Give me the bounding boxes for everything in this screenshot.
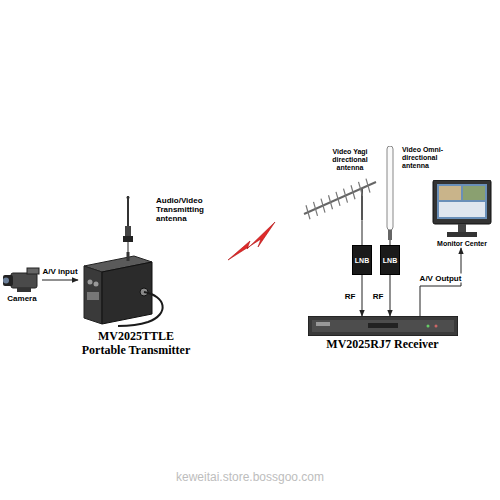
lnb-label: LNB: [355, 257, 369, 265]
signal-connector: [390, 275, 391, 316]
lnb-box: LNB: [380, 245, 400, 275]
transmitter-display: [87, 292, 99, 300]
screen-window: [439, 202, 485, 217]
whip-base: [123, 236, 133, 242]
transmitter-front: [84, 266, 102, 324]
yagi-element: [344, 189, 348, 203]
device-node: Audio/Video Transmitting antenna: [118, 196, 218, 242]
screen-window: [463, 186, 485, 200]
device-illustration: [384, 146, 396, 240]
yagi-element: [314, 202, 318, 216]
signal-label: A/V input: [41, 267, 78, 276]
device-label: Monitor Center: [437, 240, 487, 248]
yagi-element: [366, 179, 370, 193]
device-label: MV2025TTLE Portable Transmitter: [78, 330, 194, 358]
rack-led: [434, 325, 437, 328]
yagi-element: [329, 195, 333, 209]
signal-connector: [128, 242, 129, 252]
monitor-screen: [437, 184, 487, 219]
device-node: MV2025TTLE Portable Transmitter: [78, 252, 194, 358]
rack-badge: [316, 322, 330, 326]
camera-lens-glass: [3, 278, 9, 284]
monitor-frame: [433, 180, 491, 224]
signal-connector: [362, 275, 363, 316]
lnb-label: LNB: [383, 257, 397, 265]
transmitter-cable: [118, 292, 163, 326]
transmitter-knob: [88, 280, 93, 285]
monitor-base: [447, 232, 477, 237]
antenna-port: [127, 252, 130, 261]
device-illustration: [118, 196, 138, 242]
transmitter-knob: [94, 282, 99, 287]
yagi-element: [321, 199, 325, 213]
screen-window: [439, 186, 461, 200]
signal-label: RF: [344, 291, 357, 300]
rack-display: [368, 323, 398, 328]
yagi-element: [359, 182, 363, 196]
device-illustration: [431, 180, 493, 238]
yagi-element: [336, 192, 340, 206]
monitor-neck: [458, 224, 466, 232]
camera-body: [11, 273, 37, 288]
omni-radome: [387, 146, 393, 230]
device-illustration: [78, 252, 194, 328]
rack-front-panel: [312, 320, 454, 332]
whip-rod: [127, 196, 129, 228]
rack-led: [426, 325, 429, 328]
signal-connector: [42, 280, 78, 281]
whip-coil: [125, 226, 131, 236]
camera-lens: [3, 275, 13, 286]
yagi-element: [306, 205, 310, 219]
device-node: Video Yagi directional antenna: [300, 148, 380, 220]
omni-base: [388, 230, 392, 240]
device-illustration: [308, 316, 458, 336]
lnb-box: LNB: [352, 245, 372, 275]
device-illustration: [300, 174, 380, 220]
device-label: Audio/Video Transmitting antenna: [156, 196, 218, 224]
wireless-lightning-symbol: [228, 222, 275, 260]
yagi-element: [351, 185, 355, 199]
device-label: Video Omni-directional antenna: [402, 146, 456, 170]
signal-label: A/V Output: [419, 274, 463, 283]
signal-connector: [362, 220, 363, 245]
camera-viewfinder: [27, 268, 39, 274]
device-label: MV2025RJ7 Receiver: [326, 338, 438, 352]
yagi-boom: [304, 182, 376, 214]
device-node: Camera: [2, 266, 42, 303]
camera-grip: [17, 288, 31, 292]
device-node: MV2025RJ7 Receiver: [300, 316, 465, 352]
device-label: Video Yagi directional antenna: [320, 148, 380, 172]
device-label: Camera: [7, 294, 36, 303]
device-illustration: [3, 266, 41, 292]
rack-chassis: [308, 316, 458, 336]
device-node: Monitor Center: [428, 180, 496, 248]
signal-label: RF: [372, 291, 385, 300]
watermark-text: keweitai.store.bossgoo.com: [0, 470, 500, 484]
whip-tip: [127, 196, 130, 199]
